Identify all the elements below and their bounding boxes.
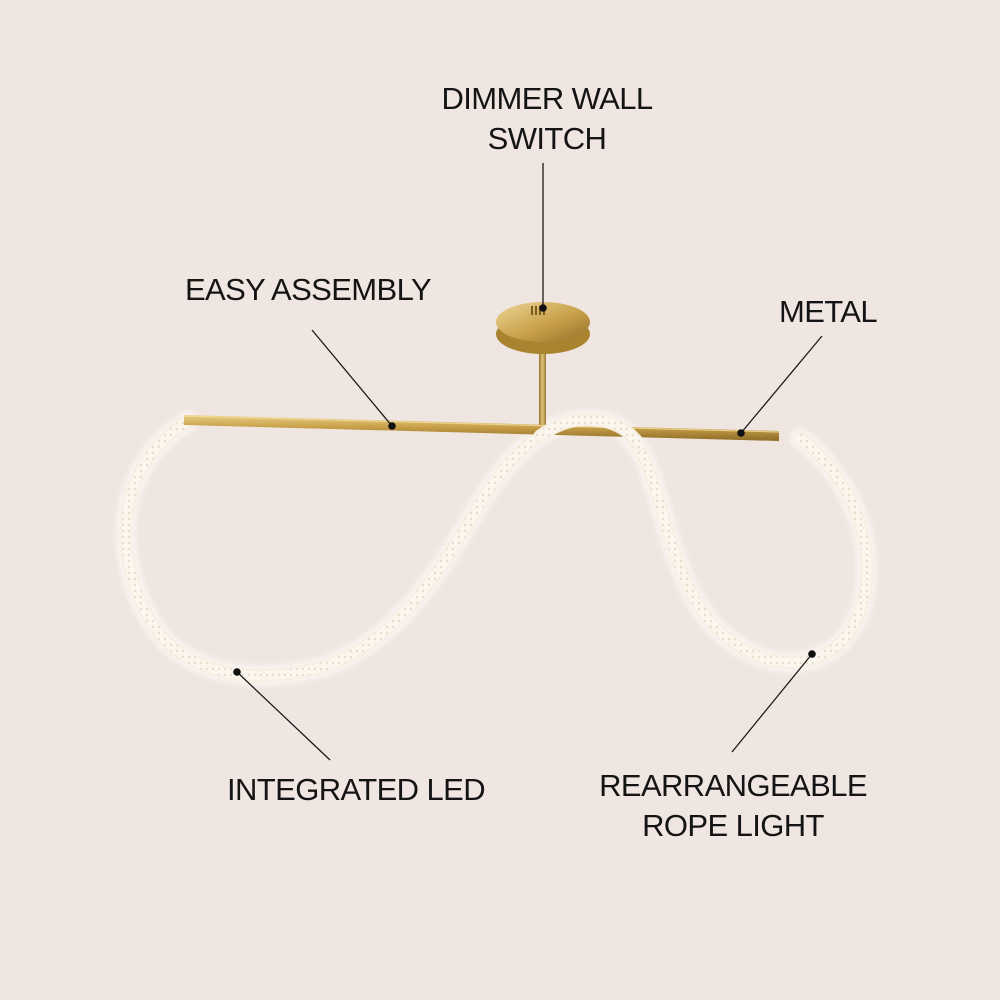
rope-body [119, 413, 874, 682]
leader-metal [740, 335, 823, 434]
ceiling-mount [496, 302, 590, 425]
callout-metal: METAL [778, 294, 878, 329]
callout-dots [233, 304, 816, 676]
stem [539, 345, 546, 425]
callout-integrated-led: INTEGRATED LED [226, 772, 486, 807]
leader-easy-assembly [311, 329, 393, 427]
callout-rearrangeable-rope-light: REARRANGEABLE ROPE LIGHT [599, 768, 867, 843]
callout-dimmer-wall-switch: DIMMER WALL SWITCH [441, 81, 654, 156]
leader-rope [731, 653, 813, 753]
canopy-top [496, 302, 590, 342]
rope-light [115, 409, 877, 686]
dot-rope [808, 650, 816, 658]
rope-glow [115, 409, 877, 686]
dot-led [233, 668, 241, 676]
metal-rod [183, 415, 780, 441]
callout-lines [236, 163, 823, 761]
callout-easy-assembly: EASY ASSEMBLY [184, 272, 432, 307]
rope-texture [121, 415, 872, 680]
dot-easy-assembly [388, 422, 396, 430]
leader-led [236, 671, 331, 761]
dot-dimmer [539, 304, 547, 312]
dot-metal [737, 429, 745, 437]
